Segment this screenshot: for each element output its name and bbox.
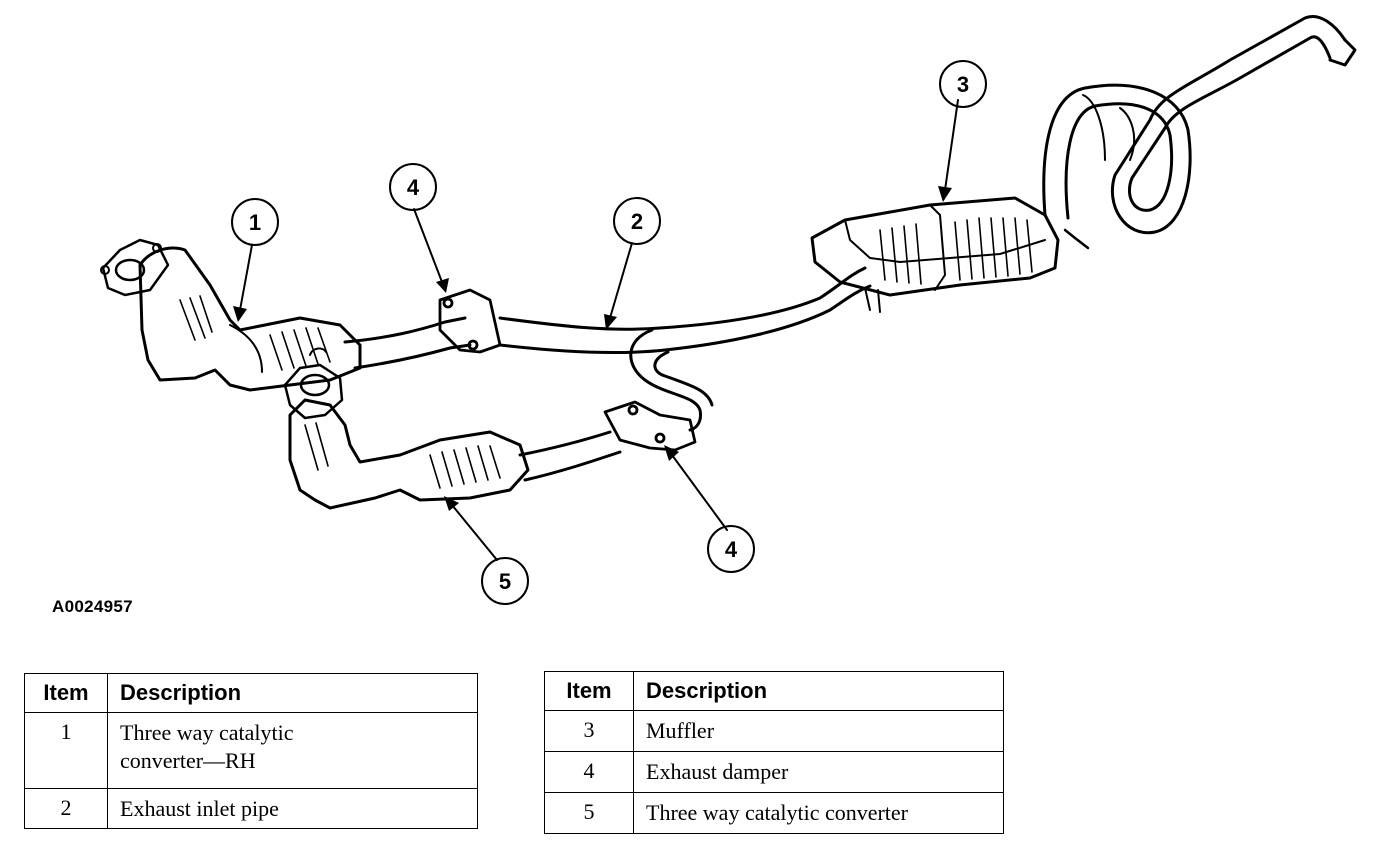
table-row: 2 Exhaust inlet pipe [24, 788, 478, 829]
exhaust-system-diagram: 1 4 2 3 4 5 [100, 15, 1357, 605]
exhaust-inlet-pipe [498, 266, 872, 432]
header-item: Item [24, 673, 108, 713]
callout-circle-1 [231, 198, 279, 246]
table-header-row: Item Description [544, 671, 1004, 711]
row-description: Three way catalytic converter—RH [107, 712, 478, 789]
row-description: Exhaust damper [633, 751, 1004, 793]
row-item: 4 [544, 751, 634, 793]
callout-circle-5 [481, 557, 529, 605]
callout-circle-2 [613, 197, 661, 245]
lh-pipe [518, 430, 622, 482]
legend-table-right: Item Description 3 Muffler 4 Exhaust dam… [544, 671, 1004, 834]
table-row: 3 Muffler [544, 710, 1004, 752]
legend-table-left: Item Description 1 Three way catalytic c… [24, 673, 478, 829]
callout-label-4-upper: 4 [407, 175, 420, 200]
exhaust-damper-upper [438, 288, 502, 354]
table-row: 5 Three way catalytic converter [544, 792, 1004, 834]
callout-label-3: 3 [957, 72, 969, 97]
row-description: Three way catalytic converter [633, 792, 1004, 834]
row-item: 1 [24, 712, 108, 789]
callout-label-1: 1 [249, 210, 261, 235]
rh-pipe [343, 316, 472, 370]
table-row: 1 Three way catalytic converter—RH [24, 712, 478, 789]
header-description: Description [633, 671, 1004, 711]
row-description: Exhaust inlet pipe [107, 788, 478, 829]
row-description-line: converter—RH [120, 748, 256, 773]
figure-id: A0024957 [52, 597, 133, 616]
callout-label-2: 2 [631, 209, 643, 234]
callout-label-5: 5 [499, 569, 511, 594]
header-description: Description [107, 673, 478, 713]
exhaust-damper-lower [603, 400, 697, 452]
row-item: 5 [544, 792, 634, 834]
callout-label-4-lower: 4 [725, 537, 738, 562]
row-item: 2 [24, 788, 108, 829]
muffler-shape [810, 196, 1060, 313]
callout-circle-3 [939, 60, 987, 108]
row-description-line: Three way catalytic [120, 720, 294, 745]
tailpipe [1042, 15, 1357, 250]
header-item: Item [544, 671, 634, 711]
rh-catalytic-converter [100, 238, 362, 392]
callout-circles [231, 60, 987, 605]
lh-catalytic-converter [283, 347, 530, 510]
leader-arrowheads [233, 186, 952, 511]
callout-circle-4-upper [389, 163, 437, 211]
leader-lines [239, 99, 959, 561]
table-header-row: Item Description [24, 673, 478, 713]
row-description: Muffler [633, 710, 1004, 752]
callout-circle-4-lower [707, 525, 755, 573]
table-row: 4 Exhaust damper [544, 751, 1004, 793]
row-item: 3 [544, 710, 634, 752]
